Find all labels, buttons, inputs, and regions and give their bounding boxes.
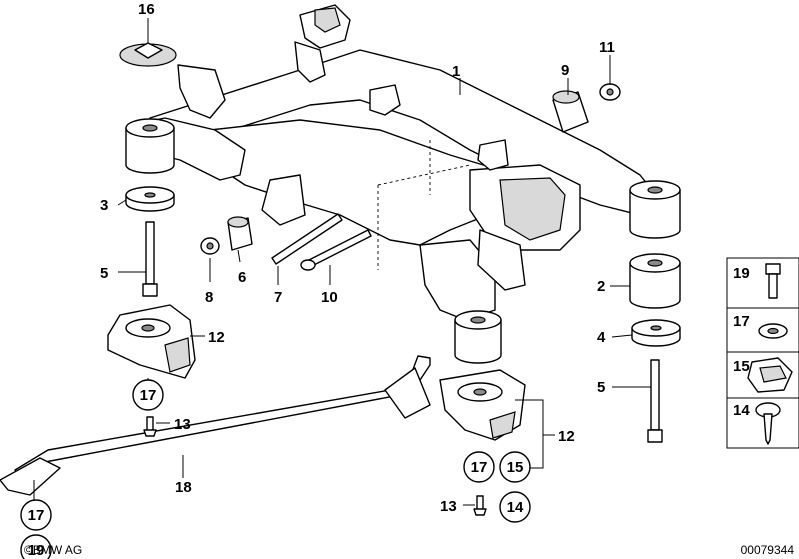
circled-callouts: 17 17 15 14 17 19 <box>20 379 531 559</box>
callout-16: 16 <box>138 1 155 18</box>
callout-6: 6 <box>238 269 246 286</box>
callout-1: 1 <box>452 63 460 80</box>
legend-num-14: 14 <box>733 402 750 419</box>
circled-15: 15 <box>507 459 524 476</box>
callout-3: 3 <box>100 197 108 214</box>
diagram-number: 00079344 <box>741 543 795 557</box>
callout-13-left: 13 <box>174 416 191 433</box>
brace-18 <box>0 355 431 496</box>
legend-num-15: 15 <box>733 358 750 375</box>
callout-4: 4 <box>597 329 606 346</box>
washer-icon <box>758 323 788 339</box>
screw-13-left <box>143 416 157 437</box>
circled-17-left: 17 <box>140 387 157 404</box>
callout-10: 10 <box>321 289 338 306</box>
bushing-9 <box>552 90 589 133</box>
circled-14: 14 <box>507 499 524 516</box>
callout-7: 7 <box>274 289 282 306</box>
rubber-mount-rear-left <box>125 118 175 174</box>
mount-bracket-12-left <box>107 304 196 379</box>
callout-13-right: 13 <box>440 498 457 515</box>
fastener-legend: 19 17 15 14 <box>726 257 799 449</box>
copyright-text: ©BMW AG <box>24 543 82 557</box>
callout-18: 18 <box>175 479 192 496</box>
bolt-10 <box>300 229 372 271</box>
nut-11 <box>599 83 621 101</box>
washer-4 <box>631 319 681 347</box>
rubber-mount-front <box>454 310 502 364</box>
leader-lines <box>33 55 651 506</box>
nut-8 <box>200 237 220 255</box>
callout-8: 8 <box>205 289 213 306</box>
bolt-5-right <box>647 359 663 443</box>
bushing-6 <box>227 216 253 251</box>
callout-9: 9 <box>561 62 569 79</box>
screw-with-washer-icon <box>755 402 781 445</box>
legend-num-17: 17 <box>733 313 750 330</box>
legend-box-19 <box>726 257 799 309</box>
circled-17-right: 17 <box>471 459 488 476</box>
callout-2: 2 <box>597 278 605 295</box>
callout-12-left: 12 <box>208 329 225 346</box>
bolt-5-left <box>142 221 158 297</box>
rubber-mount-rear-right <box>629 180 681 239</box>
callout-5-left: 5 <box>100 265 108 282</box>
rubber-mount-2 <box>629 253 681 309</box>
axle-carrier <box>129 4 661 321</box>
circled-19: 19 <box>28 542 45 559</box>
callout-12-right: 12 <box>558 428 575 445</box>
mount-bracket-12-right <box>439 369 526 441</box>
stop-plate-16 <box>119 18 177 67</box>
legend-num-19: 19 <box>733 265 750 282</box>
callout-labels: 1 9 11 16 3 5 8 6 7 10 2 4 5 12 12 13 13… <box>100 1 615 515</box>
bolt-7 <box>271 213 343 265</box>
screw-13-right <box>473 495 487 516</box>
hex-bolt-icon <box>765 263 781 299</box>
clip-nut-icon <box>747 357 793 393</box>
callout-5-right: 5 <box>597 379 605 396</box>
washer-3 <box>125 186 175 212</box>
callout-11: 11 <box>599 39 615 56</box>
circled-17-bottom: 17 <box>28 507 45 524</box>
